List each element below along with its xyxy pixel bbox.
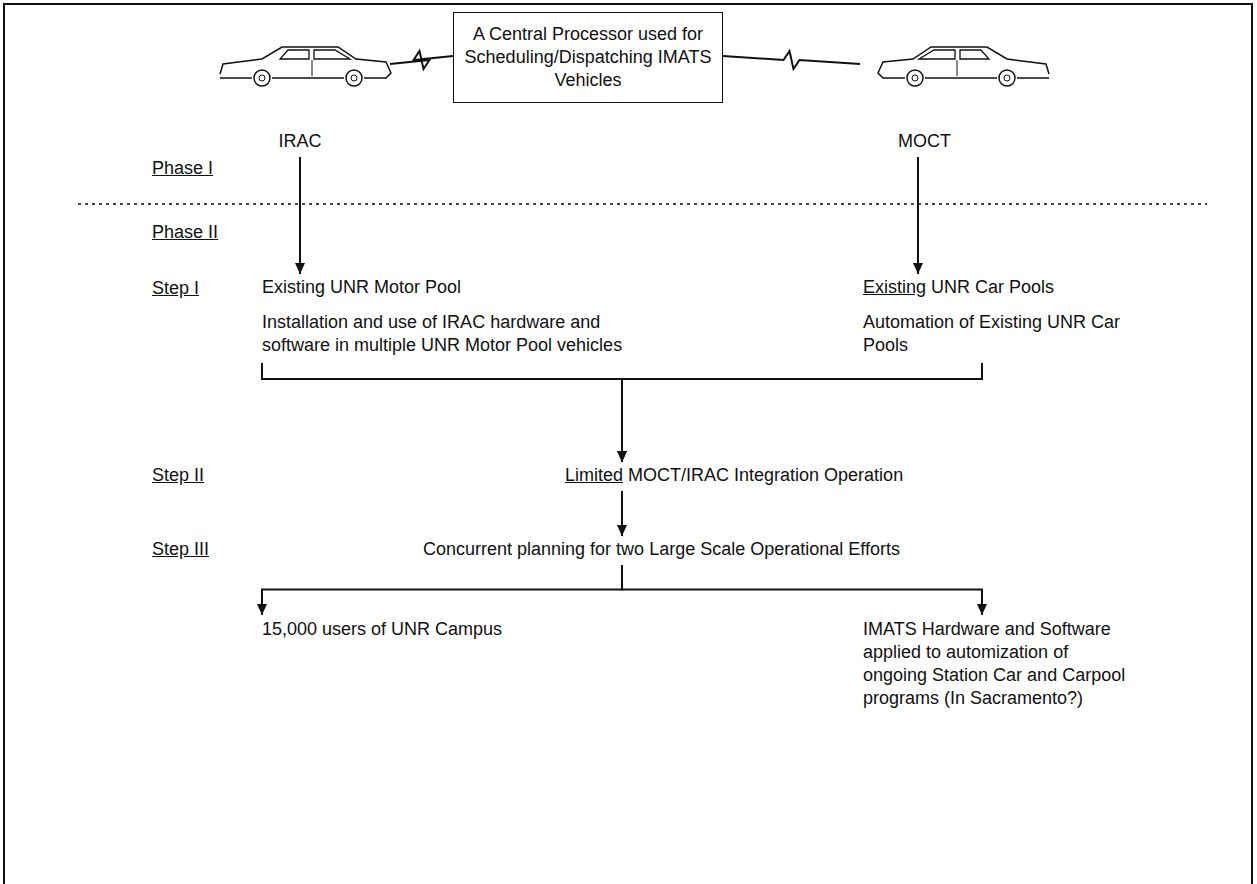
phase-divider (78, 203, 1207, 205)
step-label: Step I (152, 277, 199, 300)
phase-label: Phase II (152, 221, 218, 244)
car-illustration (214, 42, 398, 90)
node-heading: MOCT (898, 130, 951, 153)
node-heading: IMATS Hardware and Software applied to a… (863, 618, 1131, 710)
node-heading: Limited MOCT/IRAC Integration Operation (565, 464, 903, 487)
node-heading: Existing UNR Motor Pool (262, 276, 647, 299)
node-heading: 15,000 users of UNR Campus (262, 618, 502, 641)
flow-arrow (262, 565, 622, 615)
flow-arrow (621, 491, 623, 536)
radio-link (390, 51, 453, 69)
step-block: Existing UNR Motor PoolInstallation and … (262, 276, 647, 357)
vehicle-node: IRAC (210, 38, 390, 153)
step-block: Existing UNR Car PoolsAutomation of Exis… (863, 276, 1163, 357)
car-illustration (871, 42, 1055, 90)
processor-box: A Central Processor used for Scheduling/… (453, 12, 723, 103)
node-body: Automation of Existing UNR Car Pools (863, 311, 1163, 357)
flow-arrow (299, 157, 301, 274)
vehicle-node: MOCT (860, 38, 1070, 153)
node-body: Installation and use of IRAC hardware an… (262, 311, 647, 357)
node-heading: Concurrent planning for two Large Scale … (423, 538, 900, 561)
flow-arrow (262, 363, 622, 462)
flow-arrow (622, 565, 982, 615)
step-label: Step III (152, 538, 209, 561)
radio-link (723, 51, 860, 69)
flow-arrow (917, 157, 919, 274)
outcome-block: 15,000 users of UNR Campus (262, 618, 502, 641)
step-label: Step II (152, 464, 204, 487)
outcome-block: IMATS Hardware and Software applied to a… (863, 618, 1131, 710)
phase-label: Phase I (152, 157, 213, 180)
flow-arrow (622, 363, 982, 462)
node-heading: Existing UNR Car Pools (863, 276, 1163, 299)
page-frame (4, 4, 1252, 884)
step-block: Concurrent planning for two Large Scale … (423, 538, 900, 561)
node-heading: A Central Processor used for Scheduling/… (464, 23, 712, 92)
node-heading: IRAC (210, 130, 390, 153)
step-block: Limited MOCT/IRAC Integration Operation (565, 464, 903, 487)
